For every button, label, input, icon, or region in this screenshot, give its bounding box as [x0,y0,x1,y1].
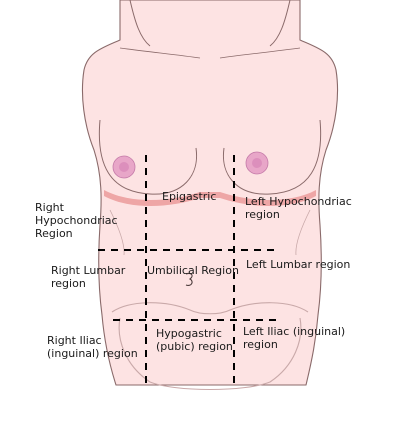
left-breast-outline [222,119,322,195]
region-label-right-hypochondriac: Right Hypochondriac Region [35,201,118,240]
region-label-left-hypochondriac: Left Hypochondriac region [245,195,352,221]
region-label-epigastric: Epigastric [162,190,217,203]
region-label-right-iliac: Right Iliac (inguinal) region [47,334,138,360]
rib-band [104,190,316,206]
region-label-left-lumbar: Left Lumbar region [246,258,351,271]
nipple-icon [245,151,269,175]
region-label-hypogastric: Hypogastric (pubic) region [156,327,233,353]
region-label-left-iliac: Left Iliac (inguinal) region [243,325,346,351]
region-label-umbilical: Umbilical Region [147,264,239,277]
nipple-icon [112,155,136,179]
region-grid [98,155,282,385]
right-breast-outline [98,119,198,195]
navel-icon [185,272,193,286]
region-label-right-lumbar: Right Lumbar region [51,264,126,290]
pelvis-outline [111,302,309,391]
